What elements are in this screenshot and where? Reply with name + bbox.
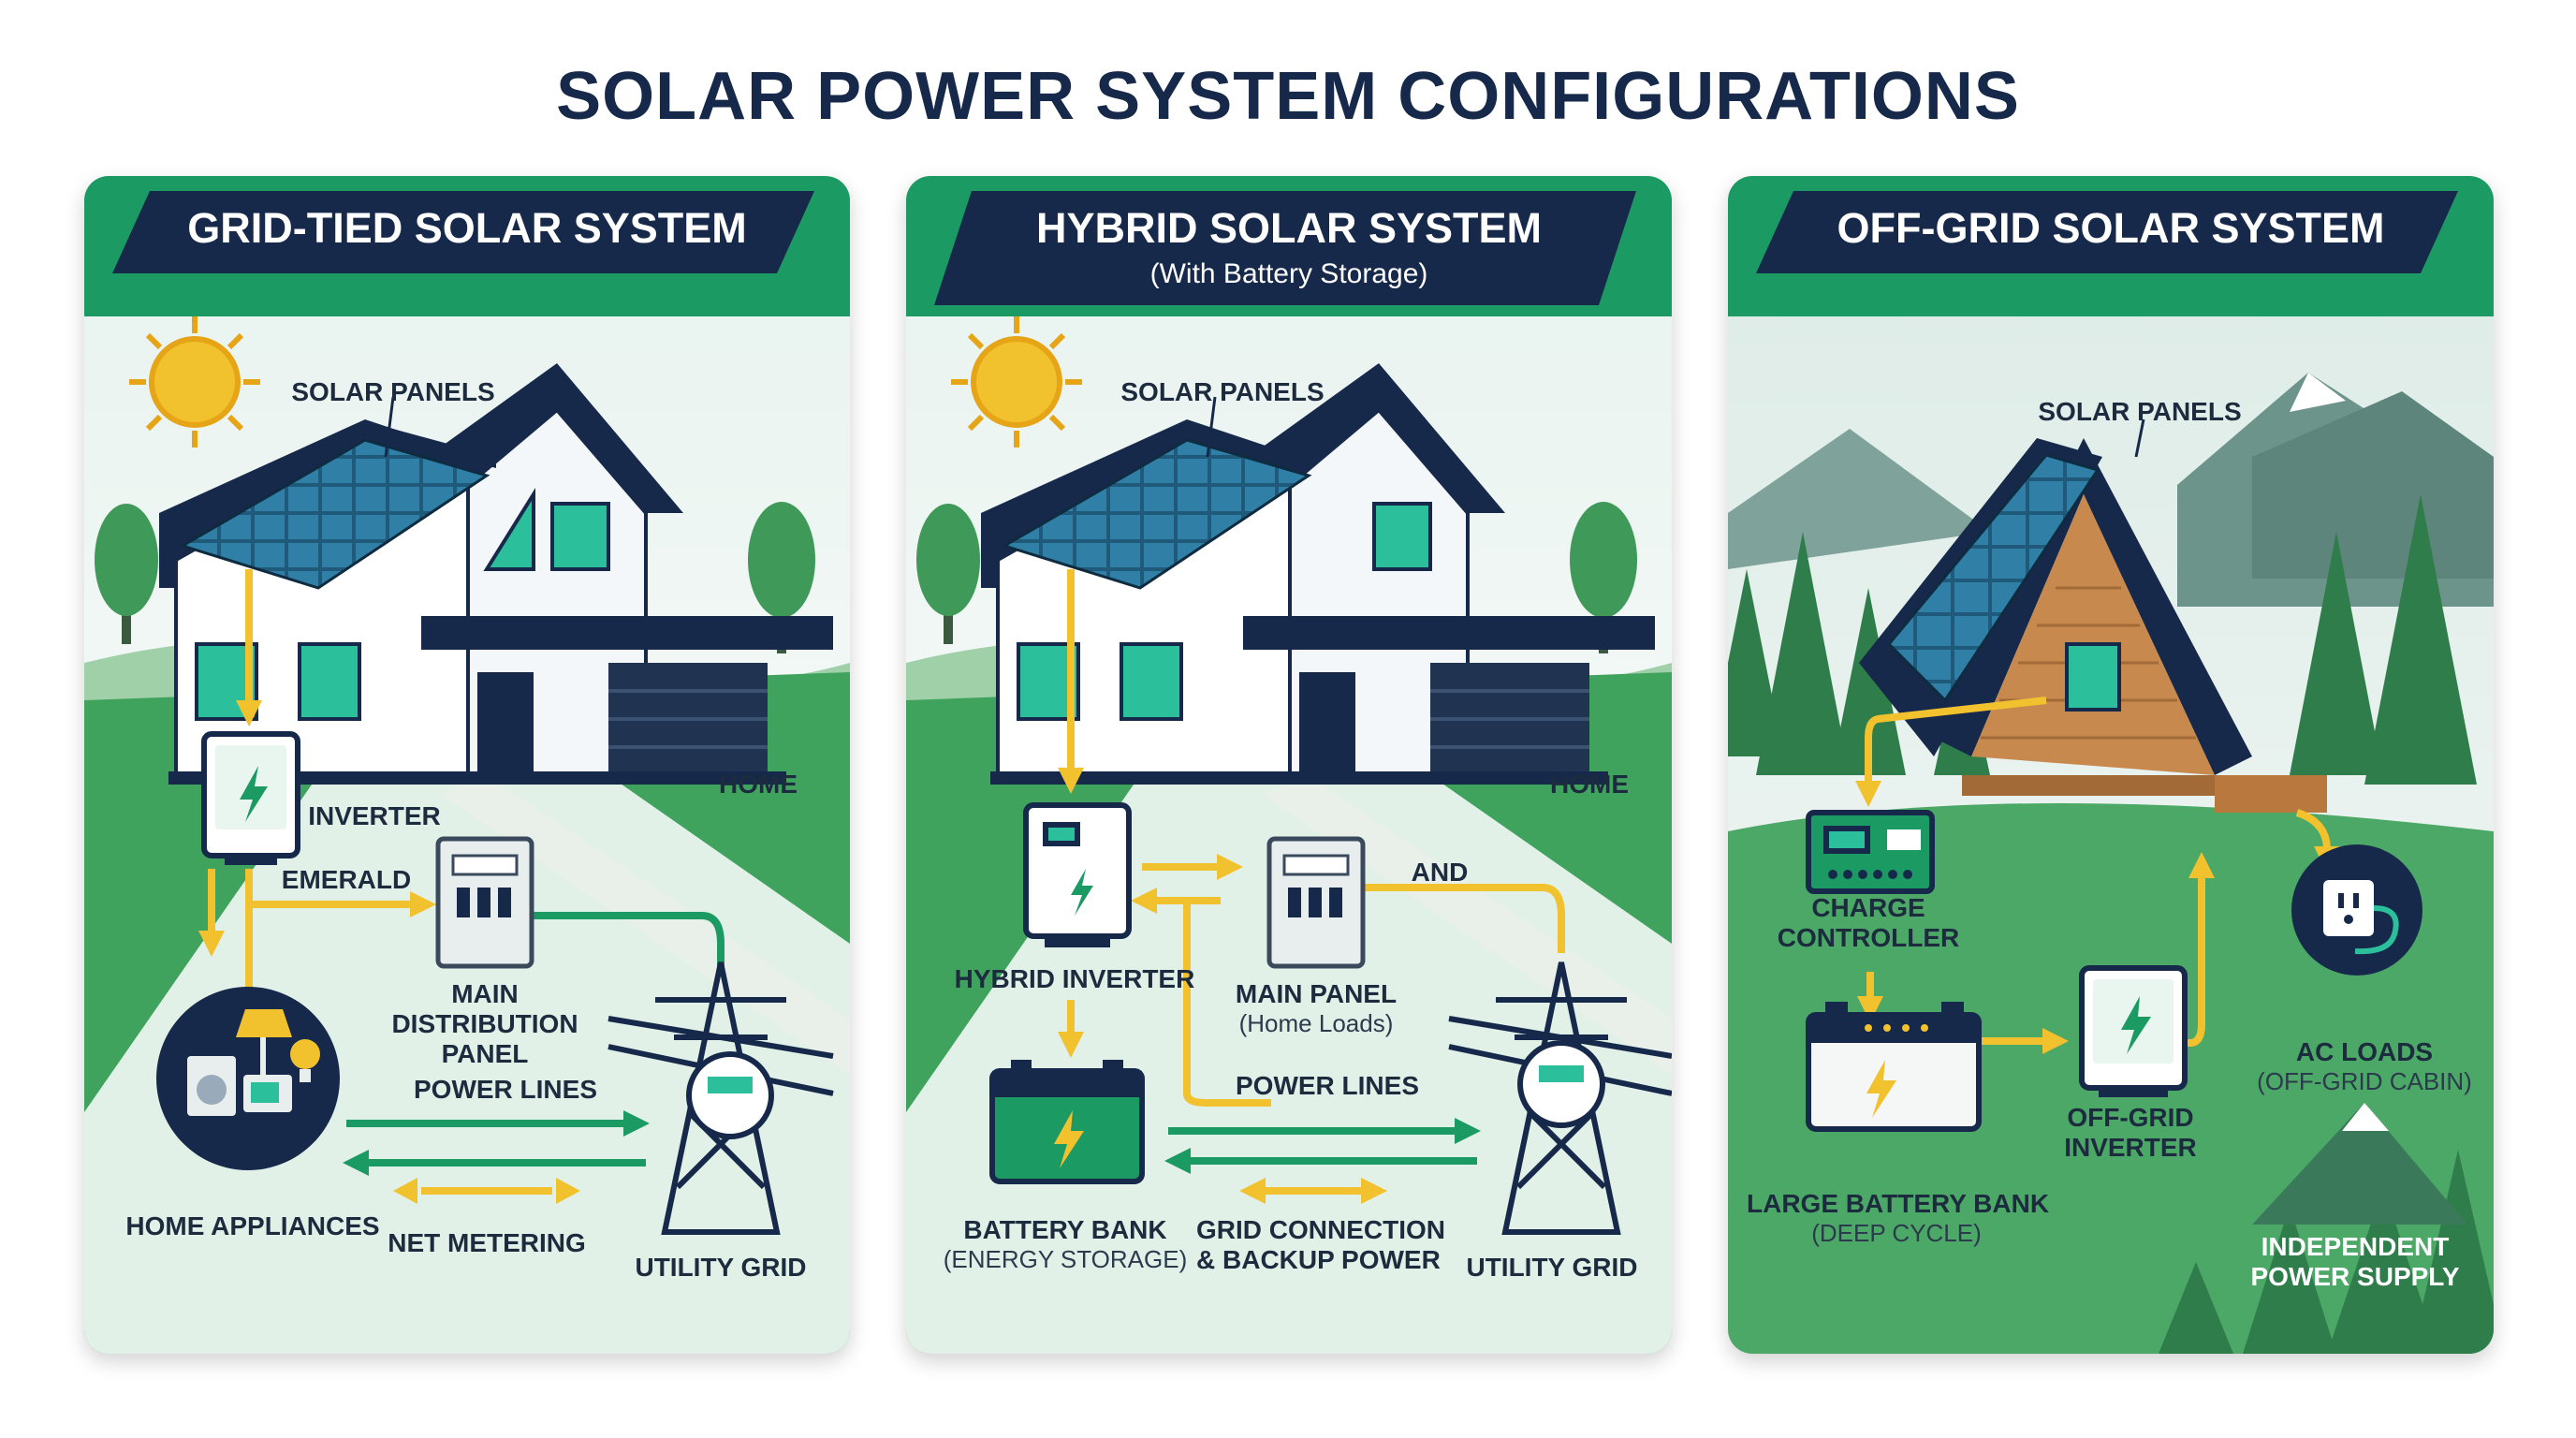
panel-heading: GRID-TIED SOLAR SYSTEM (187, 204, 747, 252)
solar-panels-label: SOLAR PANELS (2038, 397, 2242, 426)
home-appliances-label: HOME APPLIANCES (125, 1211, 380, 1240)
home-appliances-icon (156, 987, 340, 1170)
ac-loads-label: AC LOADS (2295, 1037, 2434, 1066)
battery-bank-sublabel: (DEEP CYCLE) (1811, 1219, 1982, 1247)
inverter-label: INVERTER (308, 801, 441, 830)
main-panel-sublabel: (Home Loads) (1238, 1009, 1394, 1037)
solar-panels-label: SOLAR PANELS (1120, 377, 1325, 406)
hybrid-illustration (906, 176, 1672, 1354)
solar-panel-array (1001, 438, 1312, 590)
home-label: HOME (719, 770, 798, 799)
meter-icon (1517, 1040, 1605, 1128)
charge-controller-icon (1806, 810, 1935, 894)
banner-shape (934, 191, 1636, 305)
sun-icon (129, 316, 260, 448)
hybrid-panel: HYBRID SOLAR SYSTEM (With Battery Storag… (906, 176, 1672, 1354)
battery-bank-label: LARGE BATTERY BANK (1747, 1189, 2050, 1218)
grid-connection-label-2: & BACKUP POWER (1196, 1245, 1441, 1274)
mountain-icon (2252, 1103, 2467, 1225)
battery-icon (1806, 1002, 1982, 1132)
off-grid-inverter-label-2: INVERTER (2064, 1133, 2197, 1162)
power-lines-label: POWER LINES (1235, 1071, 1419, 1100)
battery-bank-sublabel: (ENERGY STORAGE) (943, 1245, 1188, 1273)
meter-icon (686, 1051, 774, 1139)
battery-icon (989, 1060, 1145, 1184)
and-label: AND (1411, 858, 1469, 887)
net-metering-label: NET METERING (388, 1228, 586, 1257)
ac-outlet-icon (2291, 844, 2422, 976)
main-panel-icon (1266, 836, 1366, 969)
main-distribution-panel-label-2: DISTRIBUTION (391, 1009, 578, 1038)
grid-flow-arrows (1164, 1118, 1481, 1174)
main-distribution-panel-label-1: MAIN (451, 979, 519, 1008)
off-grid-inverter-icon (2079, 965, 2188, 1097)
off-grid-illustration (1728, 176, 2494, 1354)
utility-grid-label: UTILITY GRID (1466, 1253, 1638, 1282)
solar-panel-array (1886, 453, 2100, 703)
home-label: HOME (1550, 770, 1629, 799)
energy-flow-arrows (198, 569, 580, 1204)
tree-icon (748, 502, 815, 653)
tree-icon (1570, 502, 1637, 653)
page-title: SOLAR POWER SYSTEM CONFIGURATIONS (556, 59, 2020, 134)
off-grid-panel: OFF-GRID SOLAR SYSTEM SOLAR PANELS CHARG… (1728, 176, 2494, 1354)
house-icon (981, 363, 1655, 785)
solar-panels-label: SOLAR PANELS (291, 377, 495, 406)
panel-heading: OFF-GRID SOLAR SYSTEM (1837, 204, 2385, 252)
inverter-icon (201, 731, 300, 865)
main-panel-label: MAIN PANEL (1235, 979, 1398, 1008)
independent-label-2: POWER SUPPLY (2250, 1262, 2460, 1291)
tree-icon (916, 504, 980, 644)
grid-connection-label-1: GRID CONNECTION (1196, 1215, 1445, 1244)
solar-panel-array (179, 438, 490, 590)
off-grid-inverter-label-1: OFF-GRID (2067, 1103, 2194, 1132)
house-icon (159, 363, 833, 785)
battery-bank-label: BATTERY BANK (963, 1215, 1167, 1244)
charge-controller-label-2: CONTROLLER (1777, 923, 1960, 952)
panel-heading: HYBRID SOLAR SYSTEM (1035, 204, 1543, 252)
independent-label-1: INDEPENDENT (2261, 1232, 2450, 1261)
ac-loads-sublabel: (OFF-GRID CABIN) (2257, 1067, 2472, 1095)
energy-flow-arrows (1058, 569, 1565, 1204)
hybrid-inverter-icon (1023, 802, 1132, 947)
main-distribution-panel-label-3: PANEL (441, 1039, 529, 1068)
pine-trees (1728, 494, 2494, 1354)
utility-grid-label: UTILITY GRID (635, 1253, 807, 1282)
hybrid-inverter-label: HYBRID INVERTER (954, 964, 1195, 993)
emerald-label: EMERALD (281, 865, 412, 894)
distribution-panel-icon (435, 836, 534, 969)
grid-tied-panel: GRID-TIED SOLAR SYSTEM SOLAR PANELS HOME… (84, 176, 850, 1354)
panel-subheading: (With Battery Storage) (1149, 258, 1428, 289)
banner-shape (1756, 191, 2458, 273)
sun-icon (951, 316, 1082, 448)
grid-tied-illustration (84, 176, 850, 1354)
charge-controller-label-1: CHARGE (1811, 893, 1925, 922)
energy-flow-arrows (1855, 697, 2340, 1054)
grid-flow-arrows (343, 912, 724, 1176)
tree-icon (95, 504, 158, 644)
power-lines-label: POWER LINES (413, 1075, 597, 1104)
banner-shape (112, 191, 814, 273)
